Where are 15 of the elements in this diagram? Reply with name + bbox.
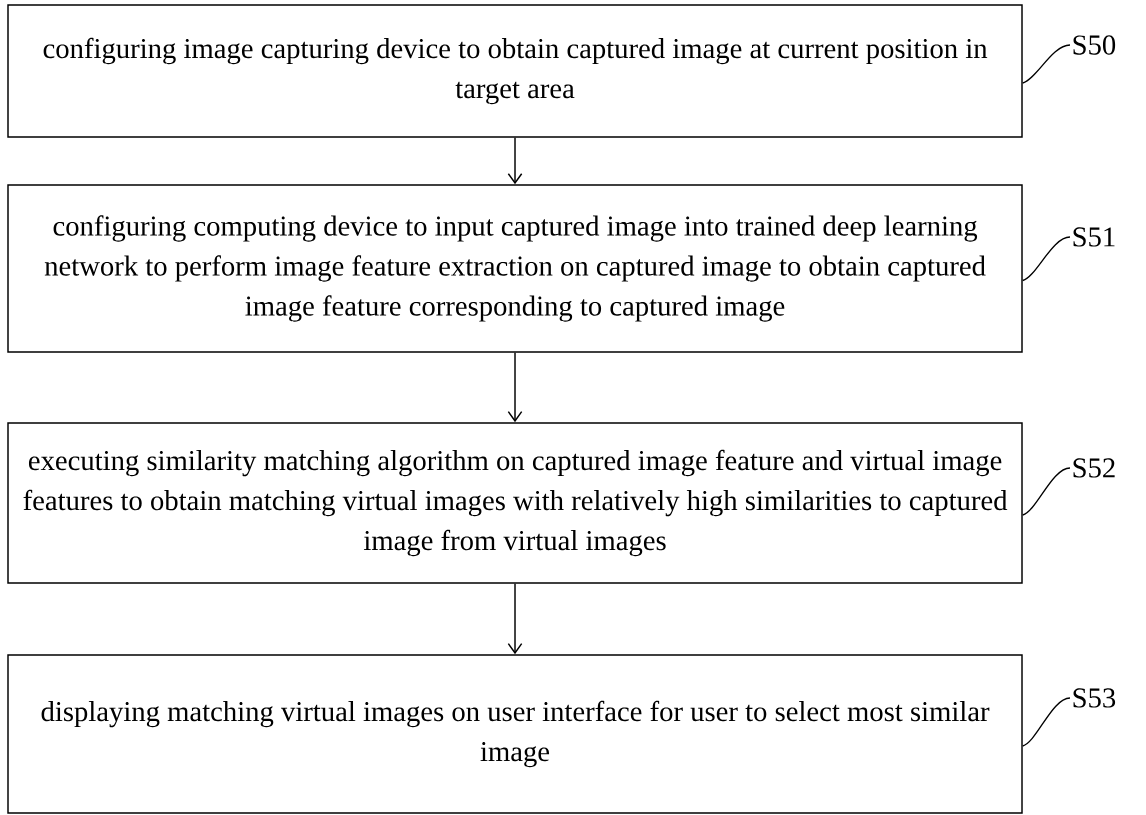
process-box: configuring computing device to input captured image into trained deep learning network to perform image feature extraction on captured image to obtain captured image feature corresponding to captured image	[7, 184, 1023, 353]
arrow	[507, 351, 523, 423]
leader-line	[1022, 697, 1071, 747]
step-label: S53	[1073, 688, 1116, 708]
leader-line	[1022, 44, 1071, 84]
step-label: S52	[1073, 458, 1115, 478]
step-label: S51	[1073, 227, 1115, 247]
arrow	[507, 137, 523, 185]
process-box: executing similarity matching algorithm on captured image feature and virtual image features to obtain matching virtual images with relatively high similarities to captured image from virtual images	[7, 422, 1023, 584]
arrow	[507, 583, 523, 655]
leader-line	[1022, 467, 1071, 516]
leader-line	[1022, 236, 1071, 282]
process-box: configuring image capturing device to obtain captured image at current position in target area	[7, 4, 1023, 138]
step-label: S50	[1073, 35, 1116, 55]
process-box: displaying matching virtual images on user interface for user to select most similar image	[7, 654, 1023, 814]
